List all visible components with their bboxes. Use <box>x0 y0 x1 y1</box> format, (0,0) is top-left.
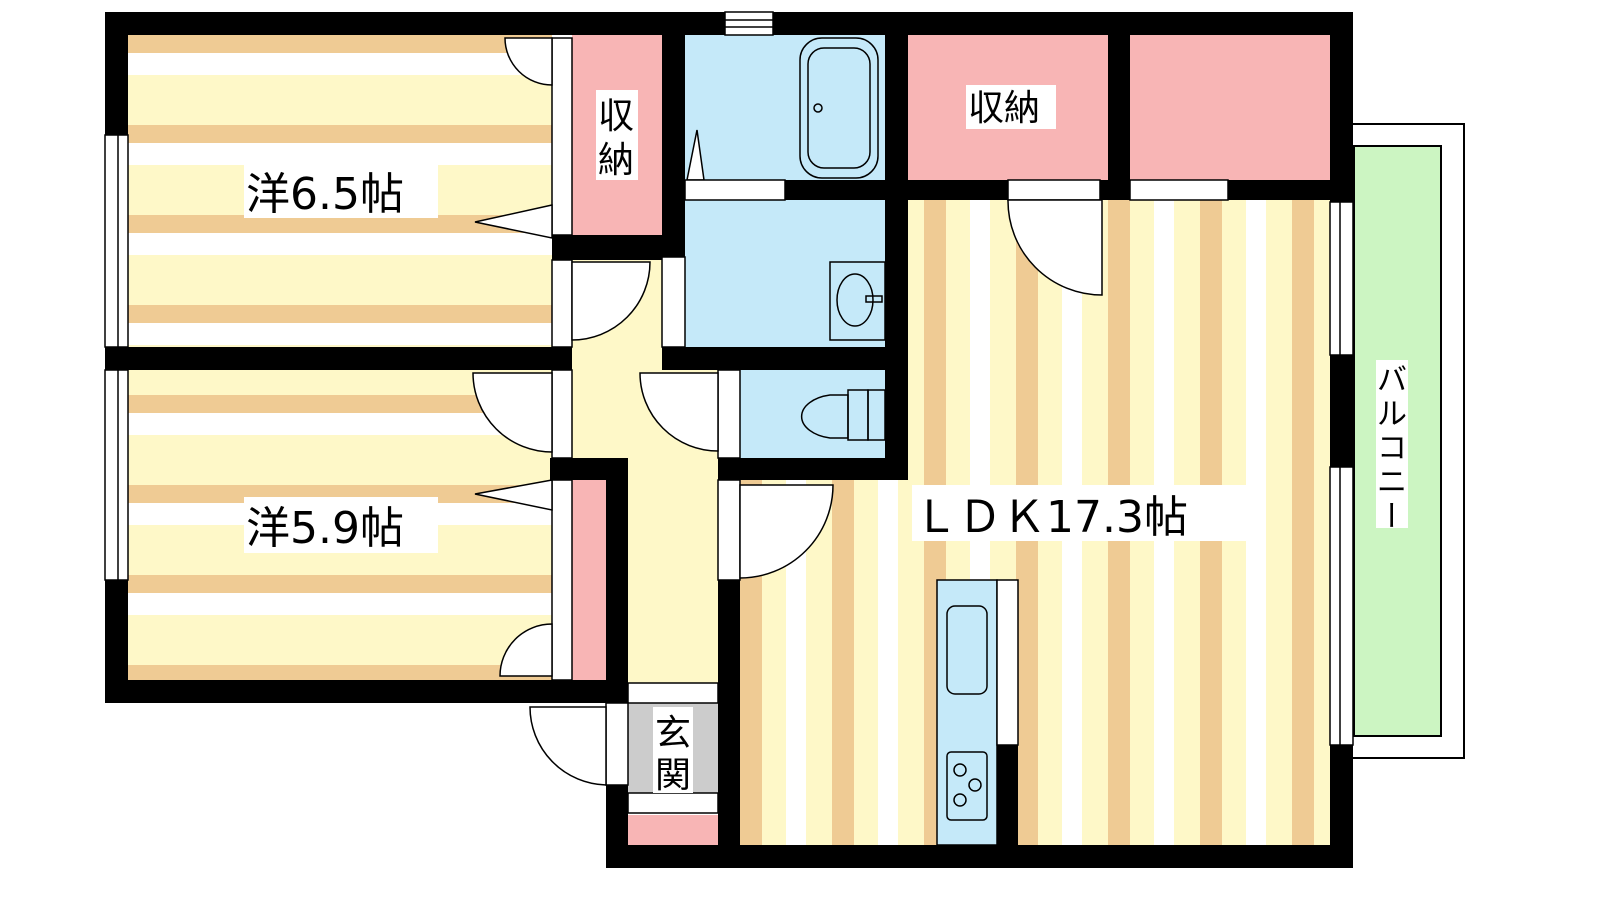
kitchen-counter <box>936 579 1019 846</box>
storage-3 <box>1130 35 1330 180</box>
svg-text:バ: バ <box>1377 363 1407 398</box>
entrance-label-a: 玄 <box>655 713 691 754</box>
room-label-western-6-5: 洋6.5帖 <box>246 169 404 220</box>
washroom <box>685 200 885 347</box>
storage-label-1b: 納 <box>598 140 634 181</box>
room-label-ldk: ＬＤＫ17.3帖 <box>914 492 1188 543</box>
storage-label-1a: 収 <box>598 96 634 137</box>
sink-icon <box>946 605 988 695</box>
balcony-label: バ ル コ ニ ー <box>1372 363 1407 530</box>
svg-text:ニ: ニ <box>1377 465 1407 500</box>
windows <box>104 11 1354 746</box>
balcony <box>1351 123 1465 759</box>
doors <box>472 37 1103 786</box>
entrance-label-b: 関 <box>655 755 691 796</box>
svg-text:ル: ル <box>1377 397 1407 432</box>
stove-icon <box>946 751 988 821</box>
room-label-western-5-9: 洋5.9帖 <box>246 503 404 554</box>
walls <box>105 12 1353 868</box>
svg-text:コ: コ <box>1377 431 1407 466</box>
storage-label-2: 収納 <box>968 88 1040 129</box>
bathroom <box>685 35 885 180</box>
toilet-room <box>740 370 885 458</box>
ldk-floor-upper <box>908 200 1330 490</box>
svg-text:ー: ー <box>1372 500 1407 530</box>
shoe-storage <box>628 815 718 845</box>
storage-1b <box>572 480 606 680</box>
